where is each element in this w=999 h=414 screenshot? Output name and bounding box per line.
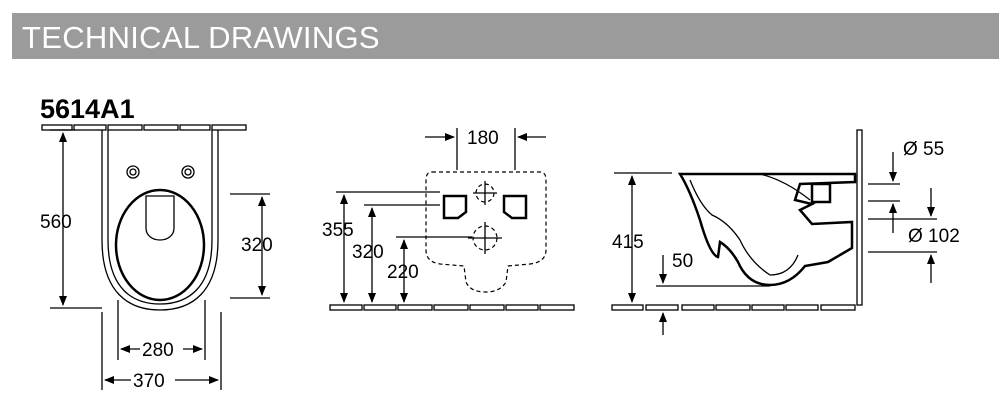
bowl-opening: [114, 188, 206, 302]
wall-footprint: [425, 171, 547, 293]
wall: [856, 129, 863, 306]
dim-inner-width: 280: [142, 340, 174, 361]
floor-tiles-wall: [329, 304, 575, 311]
wall-tiles-top: [41, 124, 247, 131]
dim-height-320: 320: [352, 242, 384, 263]
floor-tiles-side: [611, 304, 856, 311]
dim-opening-depth: 320: [241, 235, 273, 256]
dim-height-220: 220: [387, 262, 419, 283]
wall-view: 180 355 320 220: [322, 128, 575, 311]
dim-height-415: 415: [612, 232, 644, 253]
dim-outer-width: 370: [133, 371, 165, 392]
section-header: TECHNICAL DRAWINGS: [12, 13, 999, 59]
dim-trap-offset: 50: [672, 251, 693, 272]
side-view: 415 50 Ø 55 Ø 102: [611, 129, 960, 335]
dim-depth: 560: [40, 212, 72, 233]
top-view: 560 320 280 370: [40, 124, 273, 392]
bracket-left: [442, 194, 468, 220]
seat-hole-left: [126, 165, 140, 179]
dim-outlet-diameter: Ø 102: [908, 226, 960, 247]
toilet-profile: [677, 172, 857, 287]
dim-height-355: 355: [322, 220, 354, 241]
dim-spacing: 180: [467, 128, 499, 149]
bowl-outline: [101, 130, 219, 311]
dim-inlet-diameter: Ø 55: [903, 139, 944, 160]
model-number: 5614A1: [40, 94, 135, 124]
bracket-right: [502, 194, 528, 220]
section-title: TECHNICAL DRAWINGS: [22, 20, 380, 55]
seat-hole-right: [181, 165, 195, 179]
